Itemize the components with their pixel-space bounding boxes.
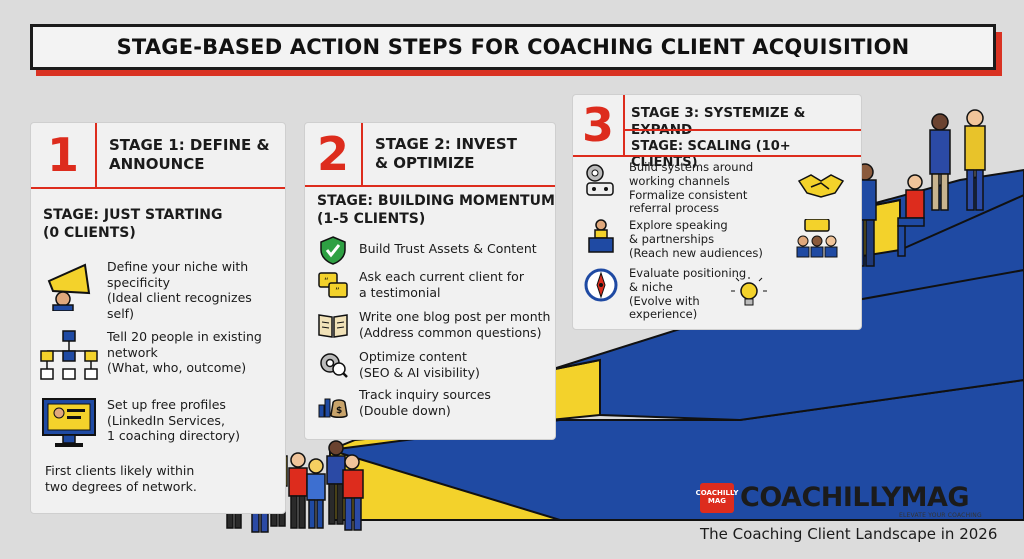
brand-badge: COACHILLY MAG	[696, 482, 738, 513]
podium-icon	[588, 219, 614, 253]
shield-check-icon	[320, 236, 346, 265]
svg-text:”: ”	[335, 287, 340, 297]
stage-3-item: Explore speaking & partnerships (Reach n…	[583, 218, 855, 260]
stage-3-number: 3	[573, 95, 625, 155]
brand-tagline: ELEVATE YOUR COACHING	[899, 512, 982, 519]
svg-text:“: “	[324, 277, 329, 287]
stage-1-number: 1	[31, 123, 97, 187]
stage-1-card: 1 STAGE 1: DEFINE & ANNOUNCE STAGE: JUST…	[30, 122, 286, 514]
lightbulb-icon	[731, 277, 767, 306]
stage-2-item: Build Trust Assets & Content	[317, 235, 537, 265]
brand-name: COACHILLYMAG	[740, 482, 970, 513]
profile-monitor-icon	[42, 398, 96, 447]
stage-2-divider	[305, 185, 555, 187]
stage-3-item: Build systems around working channels Fo…	[583, 160, 855, 216]
footer-caption: The Coaching Client Landscape in 2026	[700, 525, 998, 543]
svg-text:$: $	[336, 406, 342, 416]
stage-3-item: Evaluate positioning & niche (Evolve wit…	[583, 266, 855, 322]
network-icon	[40, 330, 98, 380]
stage-2-subtitle: STAGE: BUILDING MOMENTUM (1-5 CLIENTS)	[317, 193, 555, 227]
stage-1-title: STAGE 1: DEFINE & ANNOUNCE	[109, 136, 270, 173]
book-icon	[318, 314, 348, 338]
gear-search-icon	[320, 353, 348, 378]
stage-2-item: “ ” Ask each current client for a testim…	[317, 269, 524, 301]
stage-1-subtitle: STAGE: JUST STARTING (0 CLIENTS)	[43, 207, 223, 241]
stage-2-title: STAGE 2: INVEST & OPTIMIZE	[375, 135, 517, 172]
stage-1-item: Define your niche with specificity (Idea…	[39, 259, 279, 322]
page-title: STAGE-BASED ACTION STEPS FOR COACHING CL…	[30, 24, 996, 70]
compass-icon	[584, 268, 618, 302]
stage-1-item: Set up free profiles (LinkedIn Services,…	[39, 397, 279, 449]
brand-logo: COACHILLY MAG COACHILLYMAG	[696, 482, 970, 513]
stage-3-subtitle: STAGE: SCALING (10+ CLIENTS)	[631, 139, 791, 171]
stage-3-title: STAGE 3: SYSTEMIZE & EXPAND	[631, 105, 806, 138]
gears-icon	[586, 164, 614, 196]
stage-2-item: Optimize content (SEO & AI visibility)	[317, 349, 480, 380]
stage-2-item: $ Track inquiry sources (Double down)	[317, 387, 491, 419]
handshake-icon	[797, 174, 845, 198]
group-icon	[796, 219, 838, 258]
chart-money-icon: $	[318, 398, 348, 418]
testimonial-icon: “ ”	[318, 272, 348, 298]
stage-3-divider-2	[573, 155, 861, 157]
stage-3-card: 3 STAGE 3: SYSTEMIZE & EXPAND STAGE: SCA…	[572, 94, 862, 330]
stage-2-card: 2 STAGE 2: INVEST & OPTIMIZE STAGE: BUIL…	[304, 122, 556, 440]
stage-1-divider	[31, 187, 285, 189]
stage-2-item: Write one blog post per month (Address c…	[317, 309, 550, 340]
stage-1-item: Tell 20 people in existing network (What…	[39, 329, 279, 381]
stage-2-number: 2	[305, 123, 363, 185]
stage-1-note: First clients likely within two degrees …	[45, 463, 197, 494]
megaphone-icon	[47, 263, 91, 311]
stage-3-divider	[625, 129, 861, 131]
